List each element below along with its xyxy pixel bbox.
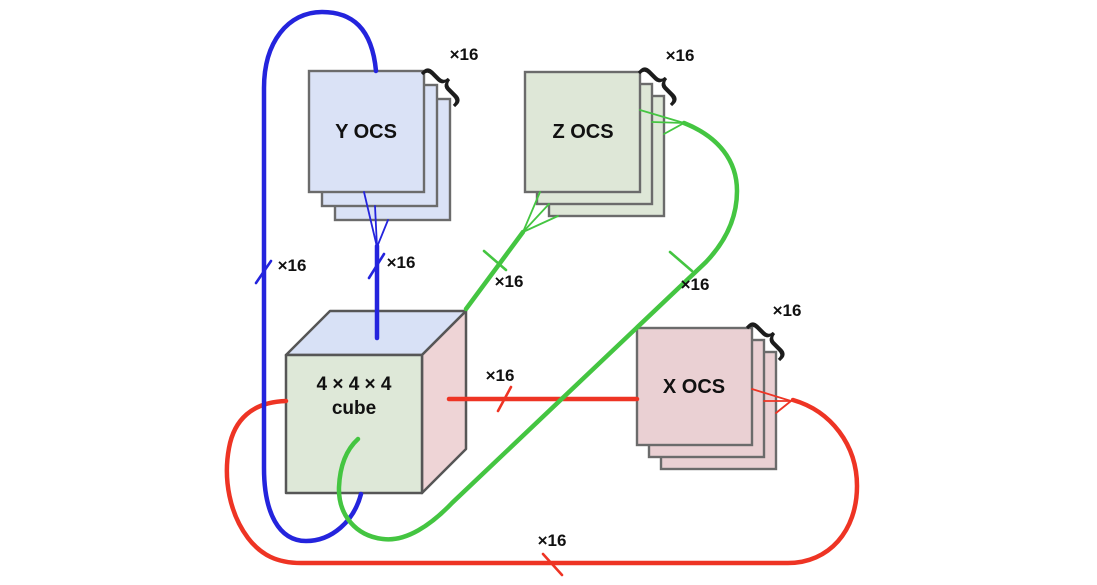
z-ocs-stack (523, 70, 666, 218)
y-stack-multiplier: ×16 (450, 45, 479, 64)
y-loop-tick (254, 259, 273, 285)
y-loop-link (261, 9, 379, 544)
z-ocs-right-fan (639, 109, 685, 135)
x-feed-multiplier: ×16 (486, 366, 515, 385)
y-ocs-stack (307, 69, 452, 222)
x-links (224, 385, 860, 577)
fan-line (775, 400, 792, 414)
z-ocs-bottom-fan (522, 191, 559, 233)
z-feed-tick (482, 249, 508, 272)
fan-line (363, 191, 378, 248)
fan-line (374, 205, 378, 248)
x-ocs-front-card (635, 326, 754, 447)
cube-label-line1: 4 × 4 × 4 (316, 374, 391, 395)
x-stack-multiplier: ×16 (773, 301, 802, 320)
y-feed-multiplier: ×16 (387, 253, 416, 272)
cube-front-face (284, 353, 424, 495)
z-loop-tick (668, 250, 694, 273)
z-loop-link (336, 120, 740, 542)
y-links (254, 9, 389, 544)
x-loop-tick (541, 552, 564, 577)
fan-line (376, 219, 389, 248)
z-loop-multiplier: ×16 (681, 275, 710, 294)
y-ocs-fan (363, 191, 389, 248)
x-ocs-stack (635, 326, 778, 471)
z-feed-multiplier: ×16 (495, 272, 524, 291)
x-feed-tick (496, 385, 513, 413)
y-loop-multiplier: ×16 (278, 256, 307, 275)
x-loop-multiplier: ×16 (538, 531, 567, 550)
fan-line (639, 109, 685, 124)
z-ocs-front-card (523, 70, 642, 194)
fan-line (651, 121, 685, 124)
node-labels: Y OCS Z OCS X OCS 4 × 4 × 4 cube (316, 121, 725, 419)
z-links (336, 109, 740, 542)
fan-line (522, 215, 559, 233)
x-loop-link (224, 397, 860, 566)
x-ocs-label: X OCS (663, 376, 725, 398)
cube-label-line2: cube (332, 398, 376, 419)
link-labels: ×16 ×16 ×16 ×16 ×16 ×16 (278, 253, 710, 550)
x-ocs-fan (751, 388, 792, 414)
y-ocs-front-card (307, 69, 426, 194)
fan-line (751, 388, 792, 402)
y-ocs-label: Y OCS (335, 121, 397, 143)
fan-line (663, 122, 685, 135)
fan-line (522, 191, 541, 233)
z-feed-link (463, 229, 526, 312)
z-stack-multiplier: ×16 (666, 46, 695, 65)
y-feed-tick (367, 252, 386, 280)
fan-line (522, 203, 550, 233)
z-ocs-label: Z OCS (552, 121, 613, 143)
